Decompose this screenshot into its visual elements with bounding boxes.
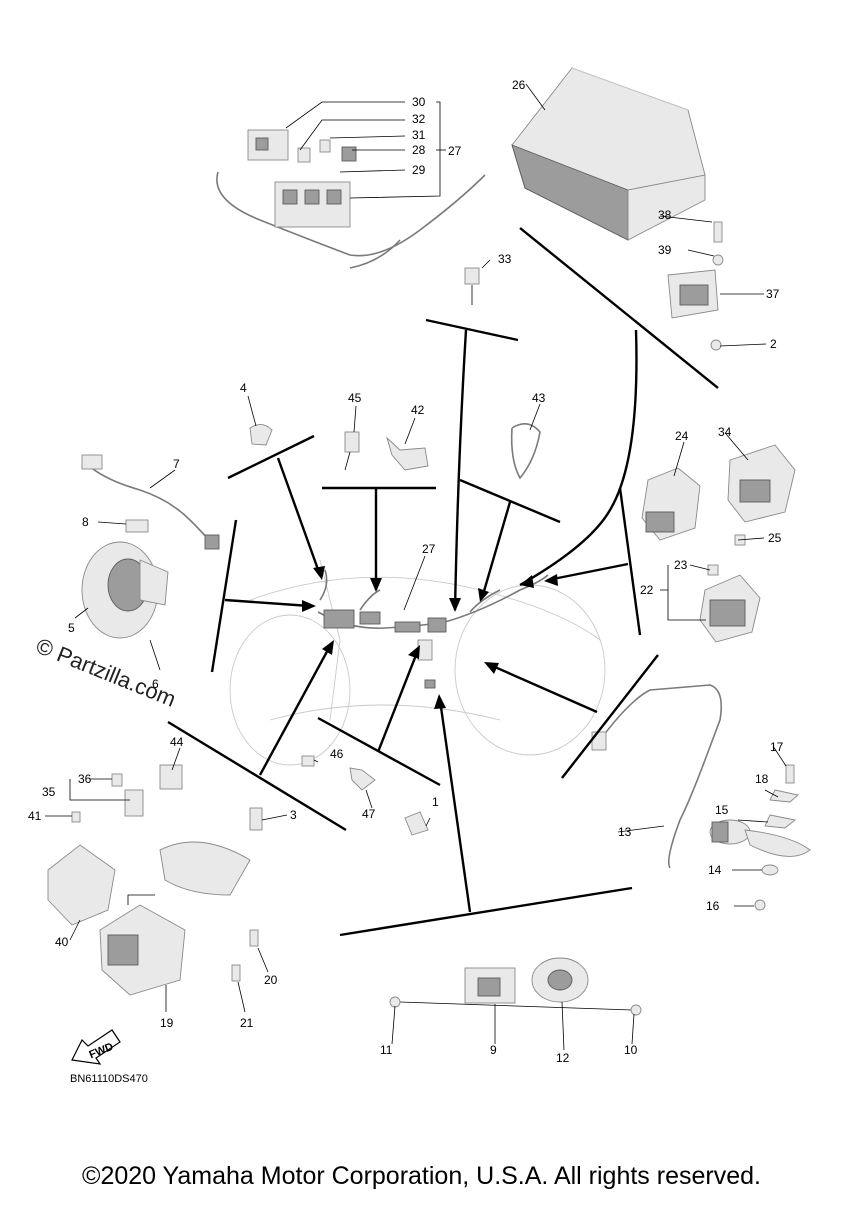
callout-36[interactable]: 36 [78,772,92,786]
callout-2[interactable]: 2 [770,337,777,351]
callout-25[interactable]: 25 [768,531,782,545]
callout-39[interactable]: 39 [658,243,672,257]
callouts: 30 32 31 28 27 29 26 33 38 39 37 2 4 45 … [28,78,784,1065]
callout-5[interactable]: 5 [68,621,75,635]
callout-37[interactable]: 37 [766,287,780,301]
fuse-box-assembly[interactable] [216,129,486,269]
diagram-code: BN61110DS470 [70,1073,148,1085]
callout-6[interactable]: 6 [152,677,159,691]
callout-15[interactable]: 15 [715,803,729,817]
group-brackets [167,227,719,937]
frame-outline [229,559,606,766]
callout-27-harness[interactable]: 27 [422,542,436,556]
leader-lines [45,83,787,1051]
callout-40[interactable]: 40 [55,935,69,949]
callout-31[interactable]: 31 [412,128,426,142]
callout-29[interactable]: 29 [412,163,426,177]
clip-46[interactable] [301,755,315,767]
callout-42[interactable]: 42 [411,403,425,417]
clip-47[interactable] [349,767,376,791]
callout-44[interactable]: 44 [170,735,184,749]
callout-26[interactable]: 26 [512,78,526,92]
callout-12[interactable]: 12 [556,1051,570,1065]
callout-7[interactable]: 7 [173,457,180,471]
relay-34[interactable] [727,444,796,523]
fwd-arrow: FWD [71,1029,121,1065]
sensor-14-16[interactable] [709,819,811,911]
callout-27-fuse[interactable]: 27 [448,144,462,158]
callout-46[interactable]: 46 [330,747,344,761]
callout-13[interactable]: 13 [618,825,632,839]
wire-harness[interactable] [317,569,549,689]
callout-41[interactable]: 41 [28,809,42,823]
callout-32[interactable]: 32 [412,112,426,126]
copyright-notice: ©2020 Yamaha Motor Corporation, U.S.A. A… [82,1162,761,1190]
callout-19[interactable]: 19 [160,1016,174,1030]
connector-33[interactable] [464,267,480,305]
callout-30[interactable]: 30 [412,95,426,109]
callout-28[interactable]: 28 [412,143,426,157]
bolt-17-18[interactable] [764,764,799,829]
callout-17[interactable]: 17 [770,740,784,754]
callout-16[interactable]: 16 [706,899,720,913]
callout-38[interactable]: 38 [658,208,672,222]
callout-9[interactable]: 9 [490,1043,497,1057]
callout-1[interactable]: 1 [432,795,439,809]
relay-24[interactable] [641,467,701,541]
callout-3[interactable]: 3 [290,808,297,822]
callout-24[interactable]: 24 [675,429,689,443]
callout-23[interactable]: 23 [674,558,688,572]
callout-11[interactable]: 11 [380,1043,393,1057]
callout-4[interactable]: 4 [240,381,247,395]
callout-20[interactable]: 20 [264,973,278,987]
callout-35[interactable]: 35 [42,785,56,799]
callout-33[interactable]: 33 [498,252,512,266]
band-4[interactable] [249,424,273,446]
hose-43[interactable] [510,423,541,480]
battery[interactable] [511,67,706,241]
callout-8[interactable]: 8 [82,515,89,529]
callout-43[interactable]: 43 [532,391,546,405]
relay-22[interactable] [699,534,761,643]
callout-21[interactable]: 21 [240,1016,254,1030]
callout-22[interactable]: 22 [640,583,654,597]
callout-14[interactable]: 14 [708,863,722,877]
ecu-assembly[interactable] [47,764,263,996]
horn-assembly[interactable] [81,454,220,639]
callout-34[interactable]: 34 [718,425,732,439]
sensor-lead-13[interactable] [591,684,723,869]
battery-band[interactable] [667,221,724,351]
callout-47[interactable]: 47 [362,807,376,821]
clip-1[interactable] [404,811,429,836]
clamp-42[interactable] [386,436,429,471]
sensor-assembly-9-12[interactable] [389,957,642,1016]
callout-18[interactable]: 18 [755,772,769,786]
callout-45[interactable]: 45 [348,391,362,405]
callout-10[interactable]: 10 [624,1043,638,1057]
clip-45[interactable] [344,431,360,471]
